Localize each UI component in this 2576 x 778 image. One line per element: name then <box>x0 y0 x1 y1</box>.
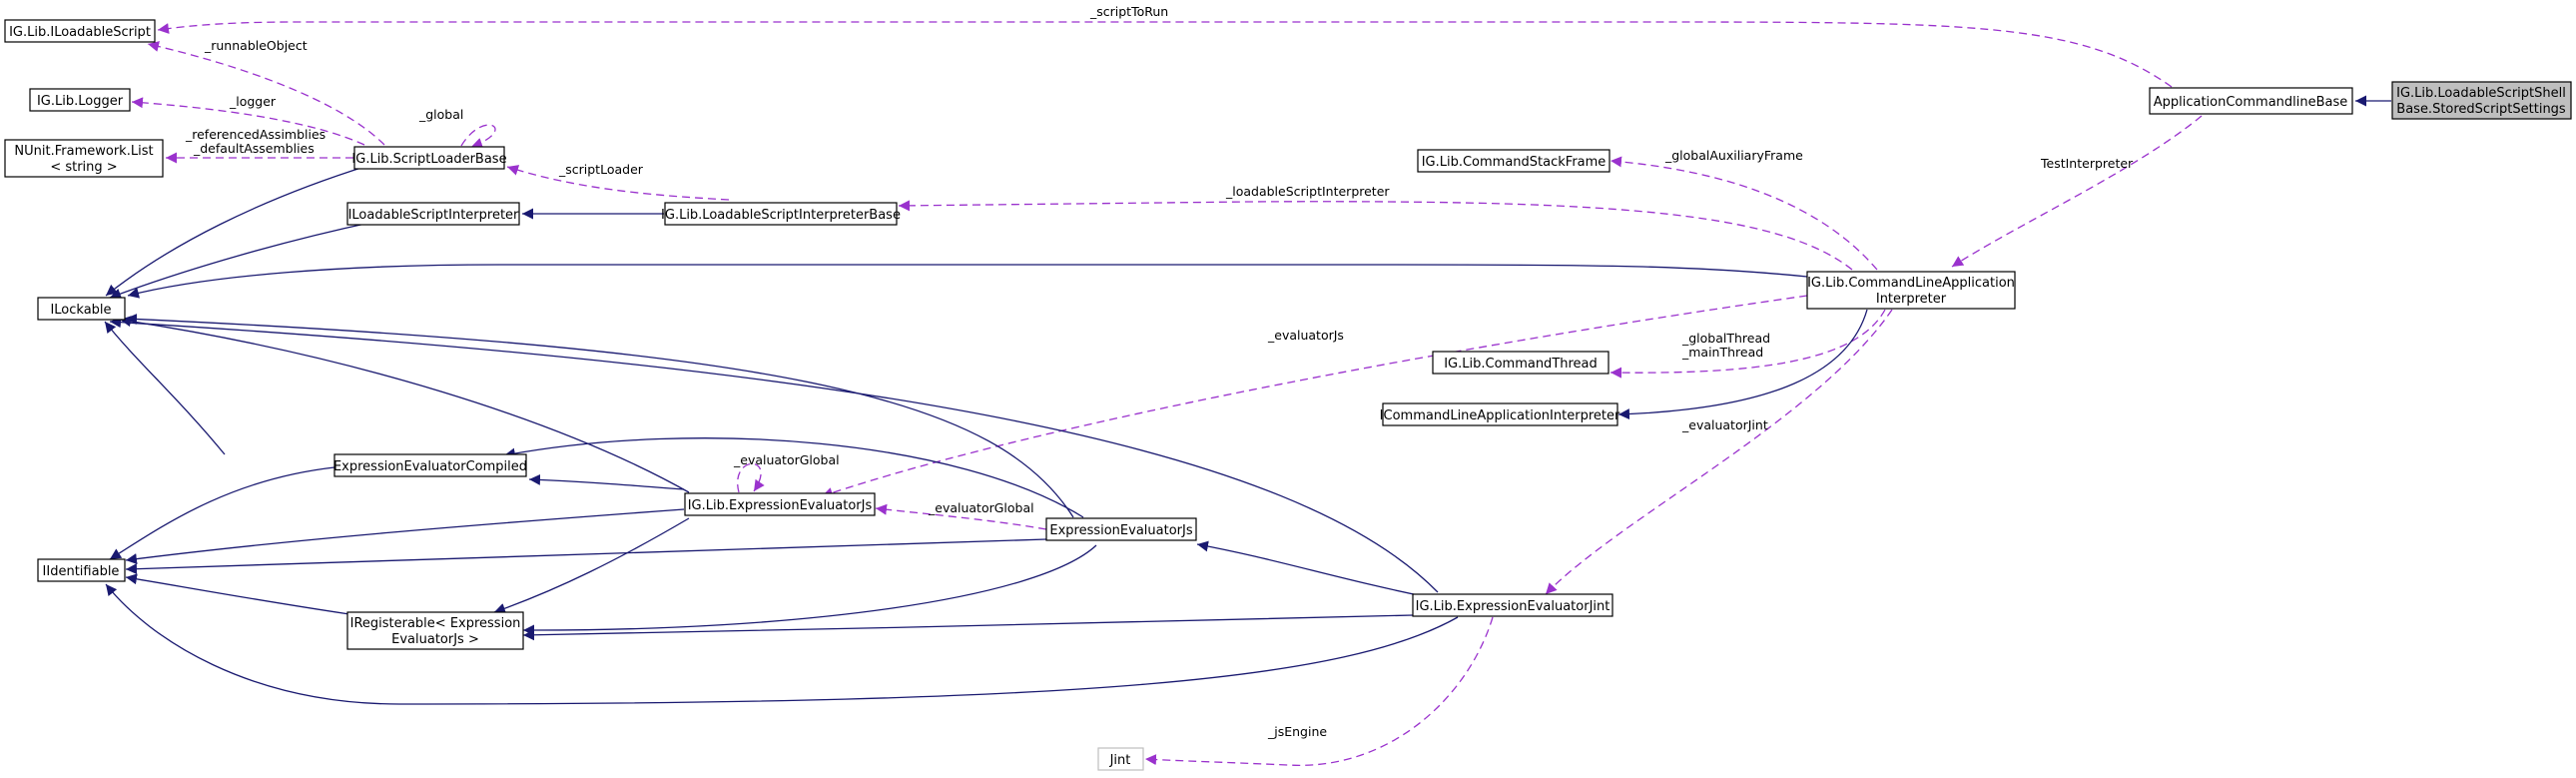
edge-evaluatorjint: _evaluatorJint <box>1545 309 1893 595</box>
node-label: IG.Lib.ExpressionEvaluatorJs <box>688 498 873 513</box>
edge-expressionevaluatorjs-expressionevaluatorcompiled <box>503 437 1084 518</box>
edge-commandlineapplicationinterpreter-ilockable <box>127 264 1808 299</box>
edge-label-global: _global <box>418 107 463 122</box>
edge-label-evaluatorglobal: _evaluatorGlobal <box>928 500 1034 515</box>
node-label: Jint <box>1109 753 1131 768</box>
node-ig-expressionevaluatorjs[interactable]: IG.Lib.ExpressionEvaluatorJs <box>684 492 876 516</box>
edge-igexpressionevaluatorjs-expressionevaluatorcompiled <box>528 473 685 490</box>
node-scriptloaderbase[interactable]: IG.Lib.ScriptLoaderBase <box>351 146 507 170</box>
edge-logger: _logger <box>131 94 365 146</box>
node-label-line2: Base.StoredScriptSettings <box>2396 102 2566 117</box>
node-label: IIdentifiable <box>43 564 120 579</box>
edge-expressionevaluatorjs-iidentifiable <box>125 538 1047 575</box>
edge-label-evaluatorjint: _evaluatorJint <box>1681 417 1768 432</box>
node-label: IG.Lib.Logger <box>37 94 124 109</box>
edge-evaluatorjs: _evaluatorJs <box>821 295 1808 498</box>
node-label-line1: IG.Lib.CommandLineApplication <box>1807 276 2015 291</box>
edge-label-runnableobject: _runnableObject <box>204 38 308 53</box>
node-jint[interactable]: Jint <box>1097 747 1144 771</box>
edge-expressionevaluatorjs-ilockable <box>125 314 1074 518</box>
node-label-line1: IRegisterable< Expression <box>350 616 521 631</box>
edge-global-self: _global <box>418 107 496 149</box>
edge-evaluatorglobal: _evaluatorGlobal <box>875 500 1047 530</box>
node-label: ILoadableScriptInterpreter <box>348 208 519 223</box>
edge-label-evaluatorjs: _evaluatorJs <box>1267 328 1344 343</box>
edge-label-testinterpreter: TestInterpreter <box>2040 156 2134 171</box>
node-label-line1: NUnit.Framework.List <box>14 144 153 159</box>
edges-layer: _scriptToRun TestInterpreter _runnableOb… <box>104 4 2391 766</box>
edge-igexpressionevaluatorjs-iregisterable <box>493 517 690 614</box>
edge-expressionevaluatorcompiled-ilockable <box>104 321 226 455</box>
edge-label-logger: _logger <box>229 94 277 109</box>
node-commandlineapplicationinterpreter[interactable]: IG.Lib.CommandLineApplication Interprete… <box>1806 271 2016 310</box>
edge-igexpressionevaluatorjs-iidentifiable <box>125 508 685 565</box>
edge-iloadablescriptinterpreter-ilockable <box>109 221 375 300</box>
node-storedscriptsettings[interactable]: IG.Lib.LoadableScriptShell Base.StoredSc… <box>2391 81 2572 120</box>
edge-label-mainthread: _mainThread <box>1681 345 1763 360</box>
edge-jsengine: _jsEngine <box>1144 616 1494 766</box>
edge-loadablescriptinterpreter: _loadableScriptInterpreter <box>898 184 1853 271</box>
edge-label-scripttorun: _scriptToRun <box>1089 4 1168 19</box>
edge-expressionevaluatorcompiled-iidentifiable <box>109 466 335 560</box>
edge-label-referencedassemblies: _referencedAssimblies <box>185 127 325 142</box>
node-logger[interactable]: IG.Lib.Logger <box>29 88 131 112</box>
node-expressionevaluatorcompiled[interactable]: ExpressionEvaluatorCompiled <box>333 453 527 477</box>
node-label: IG.Lib.CommandThread <box>1444 357 1598 372</box>
node-iloadablescriptinterpreter[interactable]: ILoadableScriptInterpreter <box>346 202 520 226</box>
edge-label-jsengine: _jsEngine <box>1267 724 1327 739</box>
node-commandstackframe[interactable]: IG.Lib.CommandStackFrame <box>1417 149 1610 173</box>
node-label: IG.Lib.ILoadableScript <box>9 25 151 40</box>
edge-globalauxiliaryframe: _globalAuxiliaryFrame <box>1610 148 1878 271</box>
node-iidentifiable[interactable]: IIdentifiable <box>37 558 126 582</box>
edge-label-defaultassemblies: _defaultAssemblies <box>193 141 315 156</box>
edge-igexpressionevaluatorjs-ilockable <box>119 316 690 493</box>
node-loadablescriptinterpreterbase[interactable]: IG.Lib.LoadableScriptInterpreterBase <box>661 202 901 226</box>
edge-scripttorun: _scriptToRun <box>157 4 2173 88</box>
edge-scriptloader: _scriptLoader <box>506 162 730 201</box>
node-icommandlineapplicationinterpreter[interactable]: ICommandLineApplicationInterpreter <box>1380 402 1620 426</box>
node-expressionevaluatorjs[interactable]: ExpressionEvaluatorJs <box>1045 517 1197 541</box>
node-label: ApplicationCommandlineBase <box>2154 95 2348 110</box>
node-iregisterable[interactable]: IRegisterable< Expression EvaluatorJs > <box>346 611 524 650</box>
edge-runnableobject: _runnableObject <box>147 38 385 146</box>
edge-label-globalthread: _globalThread <box>1681 331 1770 346</box>
edge-iregisterable-iidentifiable <box>125 573 350 615</box>
edge-assemblies: _referencedAssimblies _defaultAssemblies <box>166 127 353 164</box>
edge-threads: _globalThread _mainThread <box>1610 309 1886 379</box>
node-expressionevaluatorjint[interactable]: IG.Lib.ExpressionEvaluatorJint <box>1412 593 1613 617</box>
nodes-layer: IG.Lib.ILoadableScript IG.Lib.Logger NUn… <box>4 19 2572 771</box>
edge-expressionevaluatorjint-expressionevaluatorjs <box>1196 540 1439 600</box>
edge-testinterpreter: TestInterpreter <box>1951 115 2203 268</box>
node-label: IG.Lib.ScriptLoaderBase <box>351 152 506 167</box>
edge-label-loadablescriptinterpreter: _loadableScriptInterpreter <box>1225 184 1390 199</box>
node-label-line2: EvaluatorJs > <box>391 632 479 647</box>
node-label: IG.Lib.ExpressionEvaluatorJint <box>1416 599 1610 614</box>
edge-evaluatorglobal-self: _evaluatorGlobal <box>733 452 840 493</box>
node-label: ExpressionEvaluatorCompiled <box>333 459 527 474</box>
node-label-line2: < string > <box>50 160 117 175</box>
node-commandthread[interactable]: IG.Lib.CommandThread <box>1432 351 1610 375</box>
node-nunit-list[interactable]: NUnit.Framework.List < string > <box>4 139 164 178</box>
node-label-line2: Interpreter <box>1876 292 1947 307</box>
node-ilockable[interactable]: ILockable <box>37 297 126 321</box>
node-label-line1: IG.Lib.LoadableScriptShell <box>2396 86 2566 101</box>
node-label: IG.Lib.CommandStackFrame <box>1422 155 1607 170</box>
node-iloadablescript[interactable]: IG.Lib.ILoadableScript <box>4 19 156 43</box>
edge-commandlineapplicationinterpreter-icommandlineapplicationinterpreter <box>1617 309 1868 420</box>
edge-expressionevaluatorjint-ilockable <box>109 317 1439 593</box>
node-label: ExpressionEvaluatorJs <box>1049 523 1192 538</box>
node-label: ICommandLineApplicationInterpreter <box>1380 408 1620 423</box>
edge-expressionevaluatorjs-iregisterable <box>522 544 1097 636</box>
node-label: IG.Lib.LoadableScriptInterpreterBase <box>661 208 901 223</box>
edge-expressionevaluatorjint-iregisterable <box>522 614 1414 641</box>
edge-label-evaluatorglobal-self: _evaluatorGlobal <box>733 452 840 467</box>
node-applicationcommandlinebase[interactable]: ApplicationCommandlineBase <box>2149 87 2353 115</box>
edge-label-scriptloader: _scriptLoader <box>558 162 644 177</box>
node-label: ILockable <box>50 303 111 318</box>
edge-label-globalauxiliaryframe: _globalAuxiliaryFrame <box>1664 148 1803 163</box>
edge-scriptloaderbase-ilockable <box>105 165 368 297</box>
edge-expressionevaluatorjint-iidentifiable <box>105 583 1459 705</box>
